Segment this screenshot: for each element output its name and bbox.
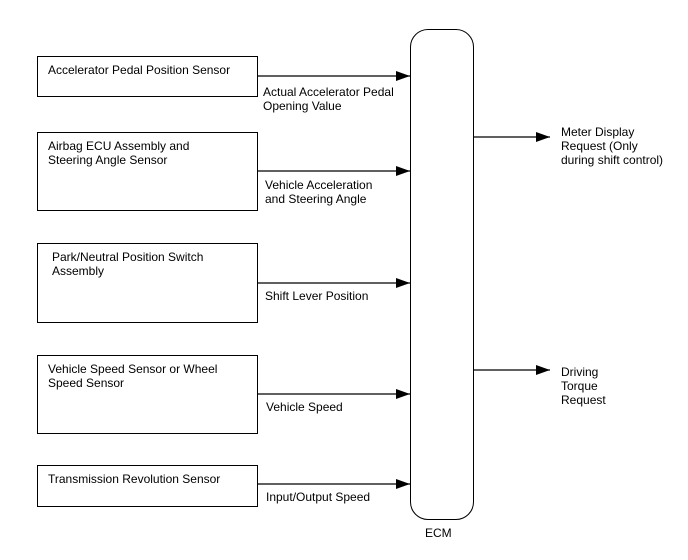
ecm-label: ECM	[425, 526, 452, 540]
accelerator-pedal-sensor-box: Accelerator Pedal Position Sensor	[37, 56, 258, 97]
signal-label-accelerator: Actual Accelerator Pedal Opening Value	[263, 85, 394, 113]
signal-label-vehicle-speed: Vehicle Speed	[266, 400, 343, 414]
vehicle-speed-sensor-box: Vehicle Speed Sensor or Wheel Speed Sens…	[37, 355, 258, 434]
box-label: Park/Neutral Position Switch Assembly	[52, 250, 204, 278]
park-neutral-switch-box: Park/Neutral Position Switch Assembly	[37, 243, 258, 323]
airbag-ecu-box: Airbag ECU Assembly and Steering Angle S…	[37, 132, 258, 211]
transmission-revolution-sensor-box: Transmission Revolution Sensor	[37, 465, 258, 507]
signal-label-meter-display-request: Meter Display Request (Only during shift…	[561, 125, 664, 167]
box-label: Vehicle Speed Sensor or Wheel Speed Sens…	[48, 362, 218, 390]
signal-label-acceleration-steering: Vehicle Acceleration and Steering Angle	[265, 178, 373, 206]
ecm-block	[410, 29, 474, 520]
signal-label-shift-lever: Shift Lever Position	[265, 289, 369, 303]
box-label: Accelerator Pedal Position Sensor	[48, 63, 231, 77]
box-label: Transmission Revolution Sensor	[48, 472, 221, 486]
signal-label-input-output-speed: Input/Output Speed	[266, 490, 371, 504]
signal-label-driving-torque-request: Driving Torque Request	[561, 365, 606, 407]
box-label: Airbag ECU Assembly and Steering Angle S…	[48, 139, 190, 167]
